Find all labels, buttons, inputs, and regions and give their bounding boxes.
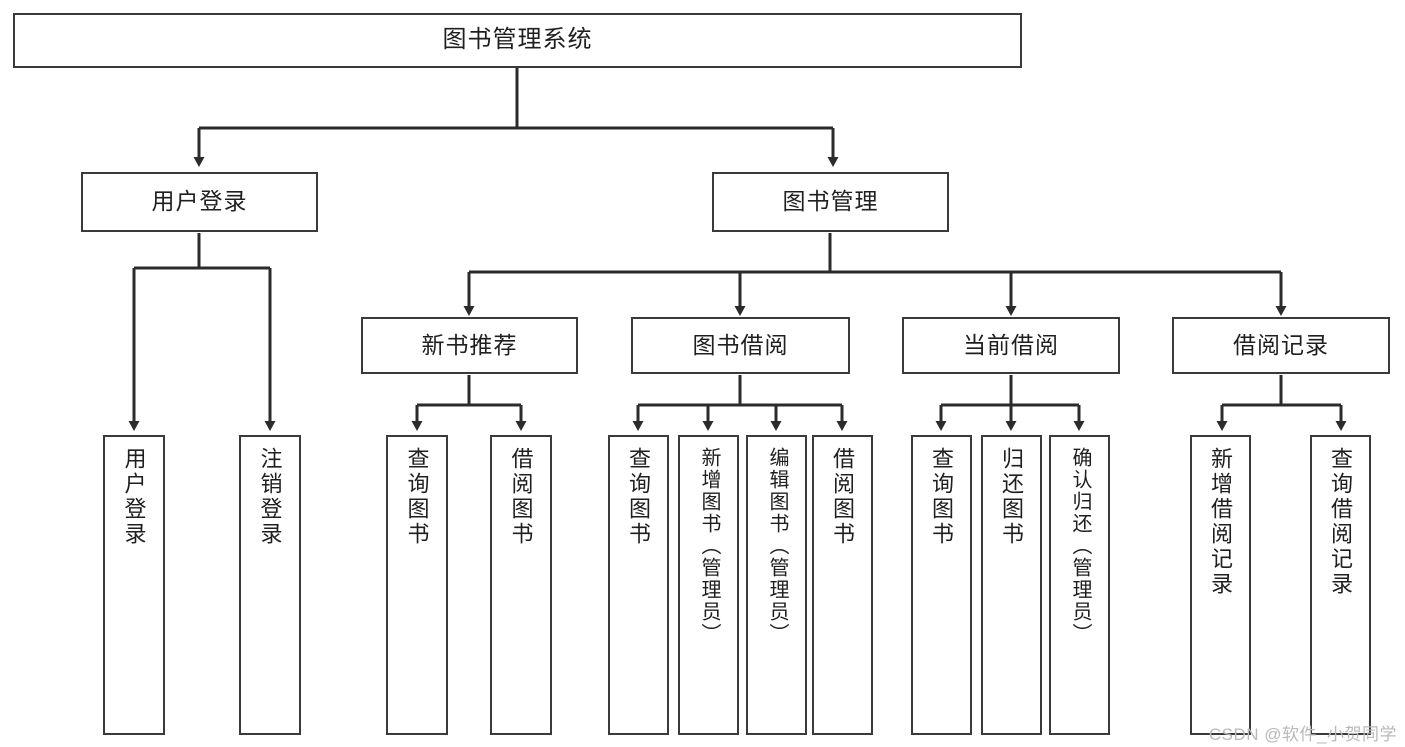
leaf-record-add-borrow-record[interactable]: 新增借阅记录 bbox=[1190, 435, 1251, 735]
node-label: 图书管理 bbox=[782, 188, 879, 215]
leaf-newbook-borrow-book[interactable]: 借阅图书 bbox=[490, 435, 552, 735]
node-label: 新增图书（管理员） bbox=[698, 447, 720, 645]
node-label: 借阅记录 bbox=[1233, 331, 1329, 358]
node-label: 查询借阅记录 bbox=[1328, 447, 1354, 597]
csdn-watermark: CSDN @软件_小贺同学 bbox=[1208, 725, 1397, 744]
leaf-user-logout[interactable]: 注销登录 bbox=[239, 435, 301, 735]
leaf-borrow-query-book[interactable]: 查询图书 bbox=[608, 435, 669, 735]
node-label: 查询图书 bbox=[626, 447, 652, 547]
node-label: 用户登录 bbox=[151, 188, 248, 215]
node-label: 新增借阅记录 bbox=[1208, 447, 1234, 597]
node-label: 借阅图书 bbox=[830, 447, 856, 547]
leaf-current-return-book[interactable]: 归还图书 bbox=[981, 435, 1042, 735]
node-label: 确认归还（管理员） bbox=[1069, 447, 1091, 645]
node-label: 注销登录 bbox=[257, 447, 283, 547]
node-label: 图书借阅 bbox=[692, 331, 789, 358]
node-label: 归还图书 bbox=[999, 447, 1025, 547]
leaf-current-confirm-return-admin[interactable]: 确认归还（管理员） bbox=[1049, 435, 1110, 735]
leaf-newbook-query-book[interactable]: 查询图书 bbox=[386, 435, 448, 735]
leaf-borrow-edit-book-admin[interactable]: 编辑图书（管理员） bbox=[746, 435, 807, 735]
node-root-system[interactable]: 图书管理系统 bbox=[13, 13, 1022, 68]
leaf-user-login[interactable]: 用户登录 bbox=[103, 435, 165, 735]
node-label: 查询图书 bbox=[929, 447, 955, 547]
node-label: 借阅图书 bbox=[508, 447, 534, 547]
leaf-borrow-lend-book[interactable]: 借阅图书 bbox=[812, 435, 873, 735]
node-label: 图书管理系统 bbox=[442, 26, 593, 54]
node-new-book-recommend[interactable]: 新书推荐 bbox=[361, 317, 578, 374]
node-current-borrow[interactable]: 当前借阅 bbox=[902, 317, 1120, 374]
node-user-login[interactable]: 用户登录 bbox=[81, 172, 318, 232]
node-book-borrow[interactable]: 图书借阅 bbox=[631, 317, 850, 374]
node-label: 新书推荐 bbox=[421, 331, 518, 358]
node-book-management[interactable]: 图书管理 bbox=[712, 172, 949, 232]
node-borrow-record[interactable]: 借阅记录 bbox=[1172, 317, 1390, 374]
leaf-borrow-add-book-admin[interactable]: 新增图书（管理员） bbox=[678, 435, 739, 735]
leaf-current-query-book[interactable]: 查询图书 bbox=[911, 435, 972, 735]
node-label: 编辑图书（管理员） bbox=[766, 447, 788, 645]
leaf-record-query-borrow-record[interactable]: 查询借阅记录 bbox=[1310, 435, 1371, 735]
node-label: 当前借阅 bbox=[963, 331, 1059, 358]
node-label: 查询图书 bbox=[404, 447, 430, 547]
node-label: 用户登录 bbox=[121, 447, 147, 547]
